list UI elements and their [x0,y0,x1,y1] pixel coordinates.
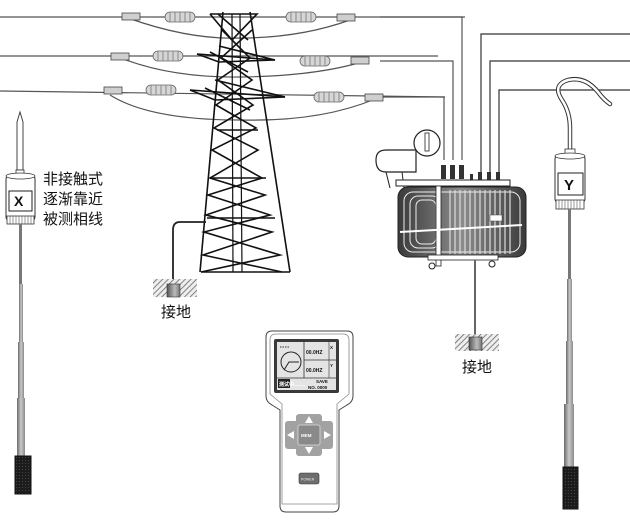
insulators [103,11,384,103]
insulator-right-3 [313,91,345,103]
arrow-left-icon [287,431,294,439]
drop-line-b [380,60,454,160]
transformer-tank [397,186,527,258]
probe-x-note-line-1: 非接触式 [43,170,104,188]
transformer [375,129,527,270]
arrow-up-icon [305,416,313,423]
insulator-left-1 [164,11,196,23]
meter-side-y: Y [330,363,333,368]
drop-line-a [380,16,463,160]
secondary-line-1 [480,33,630,175]
meter-keypad [285,414,333,485]
probe-x [5,110,36,495]
probe-x-note: 非接触式 逐渐靠近 被测相线 [43,169,103,229]
key-power[interactable] [298,472,320,485]
meter-side-x: X [330,345,333,350]
arrow-down-icon [305,447,313,454]
insulator-left-2 [152,50,184,62]
transformer-ground [455,260,499,351]
probe-x-note-line-2: 逐渐靠近 [43,190,104,208]
probe-y-letter: Y [564,177,574,194]
handheld-meter [265,330,354,513]
clamp-left-3 [103,86,123,95]
probe-x-note-line-3: 被测相线 [43,210,104,228]
probe-y [554,77,613,510]
clamp-right-1 [336,13,356,22]
key-mem-label: MEM [301,433,312,438]
clamp-right-3 [364,93,384,102]
clamp-right-2 [350,56,370,65]
meter-record-no: NO. 0000 [308,385,328,390]
probe-y-handle[interactable] [562,466,579,510]
ground-stake [166,283,181,298]
arrow-right-icon [324,431,331,439]
secondary-line-3 [498,89,630,175]
transmission-tower [189,11,291,273]
clamp-left-2 [110,52,130,61]
insulator-left-3 [145,84,177,96]
secondary-line-2 [489,60,630,175]
drop-line-c [380,96,445,160]
probe-x-handle[interactable] [14,455,32,495]
probe-x-letter: X [14,193,24,209]
tower-ground [153,221,206,298]
ground-stake [468,336,483,351]
insulator-right-2 [299,55,331,67]
meter-reading-x: 00.0HZ [306,350,322,356]
tower-ground-label: 接地 [161,303,191,321]
key-mem[interactable] [297,424,321,446]
probe-x-tip [16,110,24,171]
meter-reading-y: 00.0HZ [306,368,322,374]
transformer-ground-label: 接地 [462,358,492,376]
meter-save-label: SAVE [316,379,328,384]
phase-dial [280,351,302,373]
meter-status: 测试中...... [279,381,305,388]
insulator-right-1 [285,11,317,23]
clamp-left-1 [121,12,141,21]
key-power-label: POWER [301,478,315,482]
